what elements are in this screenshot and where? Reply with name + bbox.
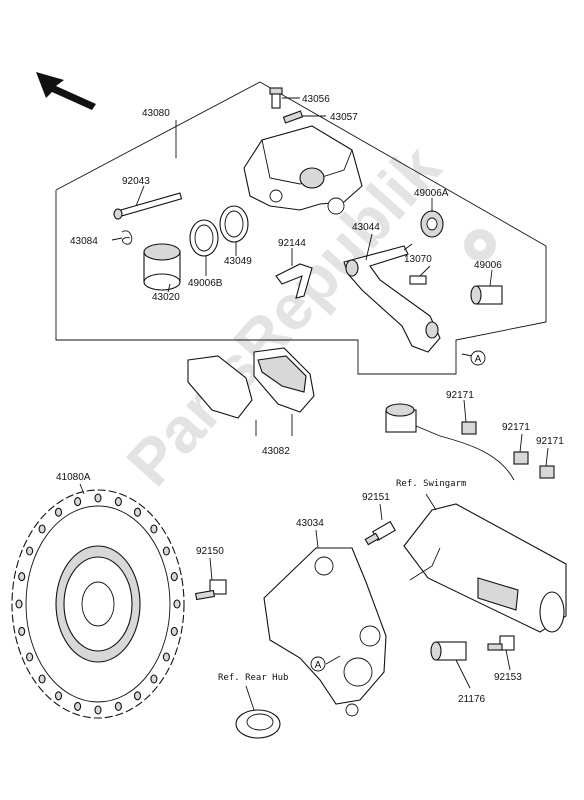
disc-hole	[173, 599, 181, 609]
label-43034: 43034	[296, 518, 324, 529]
ref-rear-hub: Ref. Rear Hub	[218, 673, 288, 683]
spring-92144	[275, 263, 313, 299]
brake-disc-41080A	[11, 489, 185, 719]
caliper-bracket-43034	[263, 547, 387, 717]
rear-hub-collar	[235, 709, 281, 739]
disc-holes	[15, 493, 181, 715]
label-92153: 92153	[494, 672, 522, 683]
label-43020: 43020	[152, 292, 180, 303]
abs-sensor	[385, 403, 515, 481]
disc-hole	[150, 524, 158, 534]
disc-hole	[150, 674, 158, 684]
bolt-92150	[194, 579, 227, 601]
label-92151: 92151	[362, 492, 390, 503]
disc-hole	[38, 524, 46, 534]
marker-a-1-text: A	[475, 354, 482, 365]
brake-pads-43082	[187, 347, 315, 436]
cap-43057	[282, 110, 326, 124]
disc-hole	[162, 546, 170, 556]
disc-hole	[54, 507, 63, 517]
label-13070: 13070	[404, 254, 432, 265]
label-92171-a: 92171	[446, 390, 474, 401]
label-92144: 92144	[278, 238, 306, 249]
ref-swingarm: Ref. Swingarm	[396, 479, 466, 489]
piston-43020	[143, 243, 181, 291]
label-92150: 92150	[196, 546, 224, 557]
disc-hole	[26, 652, 34, 662]
seal-43049	[219, 205, 249, 243]
bracket-43044	[343, 243, 441, 353]
label-43057: 43057	[330, 112, 358, 123]
front-direction-arrow-icon	[36, 72, 96, 110]
swingarm-reference	[403, 503, 567, 633]
pin-21176	[430, 641, 467, 661]
boot-49006A	[420, 210, 444, 238]
label-92043: 92043	[122, 176, 150, 187]
label-49006: 49006	[474, 260, 502, 271]
label-92171-b: 92171	[502, 422, 530, 433]
caliper-body-43080	[243, 125, 363, 215]
label-43084: 43084	[70, 236, 98, 247]
caliper-assembly-outline	[55, 81, 547, 375]
disc-hole	[94, 705, 102, 715]
bolt-92153	[487, 635, 515, 651]
label-41080A: 41080A	[56, 472, 91, 483]
disc-hole	[15, 599, 23, 609]
disc-hole	[170, 626, 178, 636]
marker-a-2: A	[310, 656, 326, 672]
clip-43084	[121, 230, 133, 245]
retainer-13070	[409, 275, 427, 285]
label-43049: 43049	[224, 256, 252, 267]
seal-49006B	[189, 219, 219, 257]
disc-hole	[54, 691, 63, 701]
marker-a-1: A	[470, 350, 486, 366]
disc-hole	[74, 497, 82, 507]
label-43080: 43080	[142, 108, 170, 119]
disc-hole	[162, 652, 170, 662]
clamp-92171-c	[539, 465, 555, 479]
leader-lines	[79, 120, 549, 711]
disc-hole	[18, 572, 26, 582]
clamp-92171-b	[513, 451, 529, 465]
disc-hole	[74, 701, 82, 711]
disc-hole	[18, 626, 26, 636]
bleed-valve-43056	[269, 87, 300, 109]
disc-hole	[133, 507, 142, 517]
disc-hole	[114, 701, 122, 711]
disc-hole	[94, 493, 102, 503]
disc-hole	[114, 497, 122, 507]
label-49006A: 49006A	[414, 188, 449, 199]
label-43056: 43056	[302, 94, 330, 105]
label-43082: 43082	[262, 446, 290, 457]
clamp-92171-a	[461, 421, 477, 435]
disc-hole	[170, 572, 178, 582]
label-43044: 43044	[352, 222, 380, 233]
disc-hole	[26, 546, 34, 556]
label-92171-c: 92171	[536, 436, 564, 447]
marker-a-2-text: A	[315, 660, 322, 671]
bolt-92151	[364, 520, 396, 546]
disc-hole	[38, 674, 46, 684]
boot-49006	[470, 285, 503, 305]
label-21176: 21176	[458, 694, 486, 705]
label-49006B: 49006B	[188, 278, 223, 289]
watermark-gear-icon	[464, 229, 496, 261]
pin-92043	[113, 192, 183, 220]
disc-hole	[133, 691, 142, 701]
